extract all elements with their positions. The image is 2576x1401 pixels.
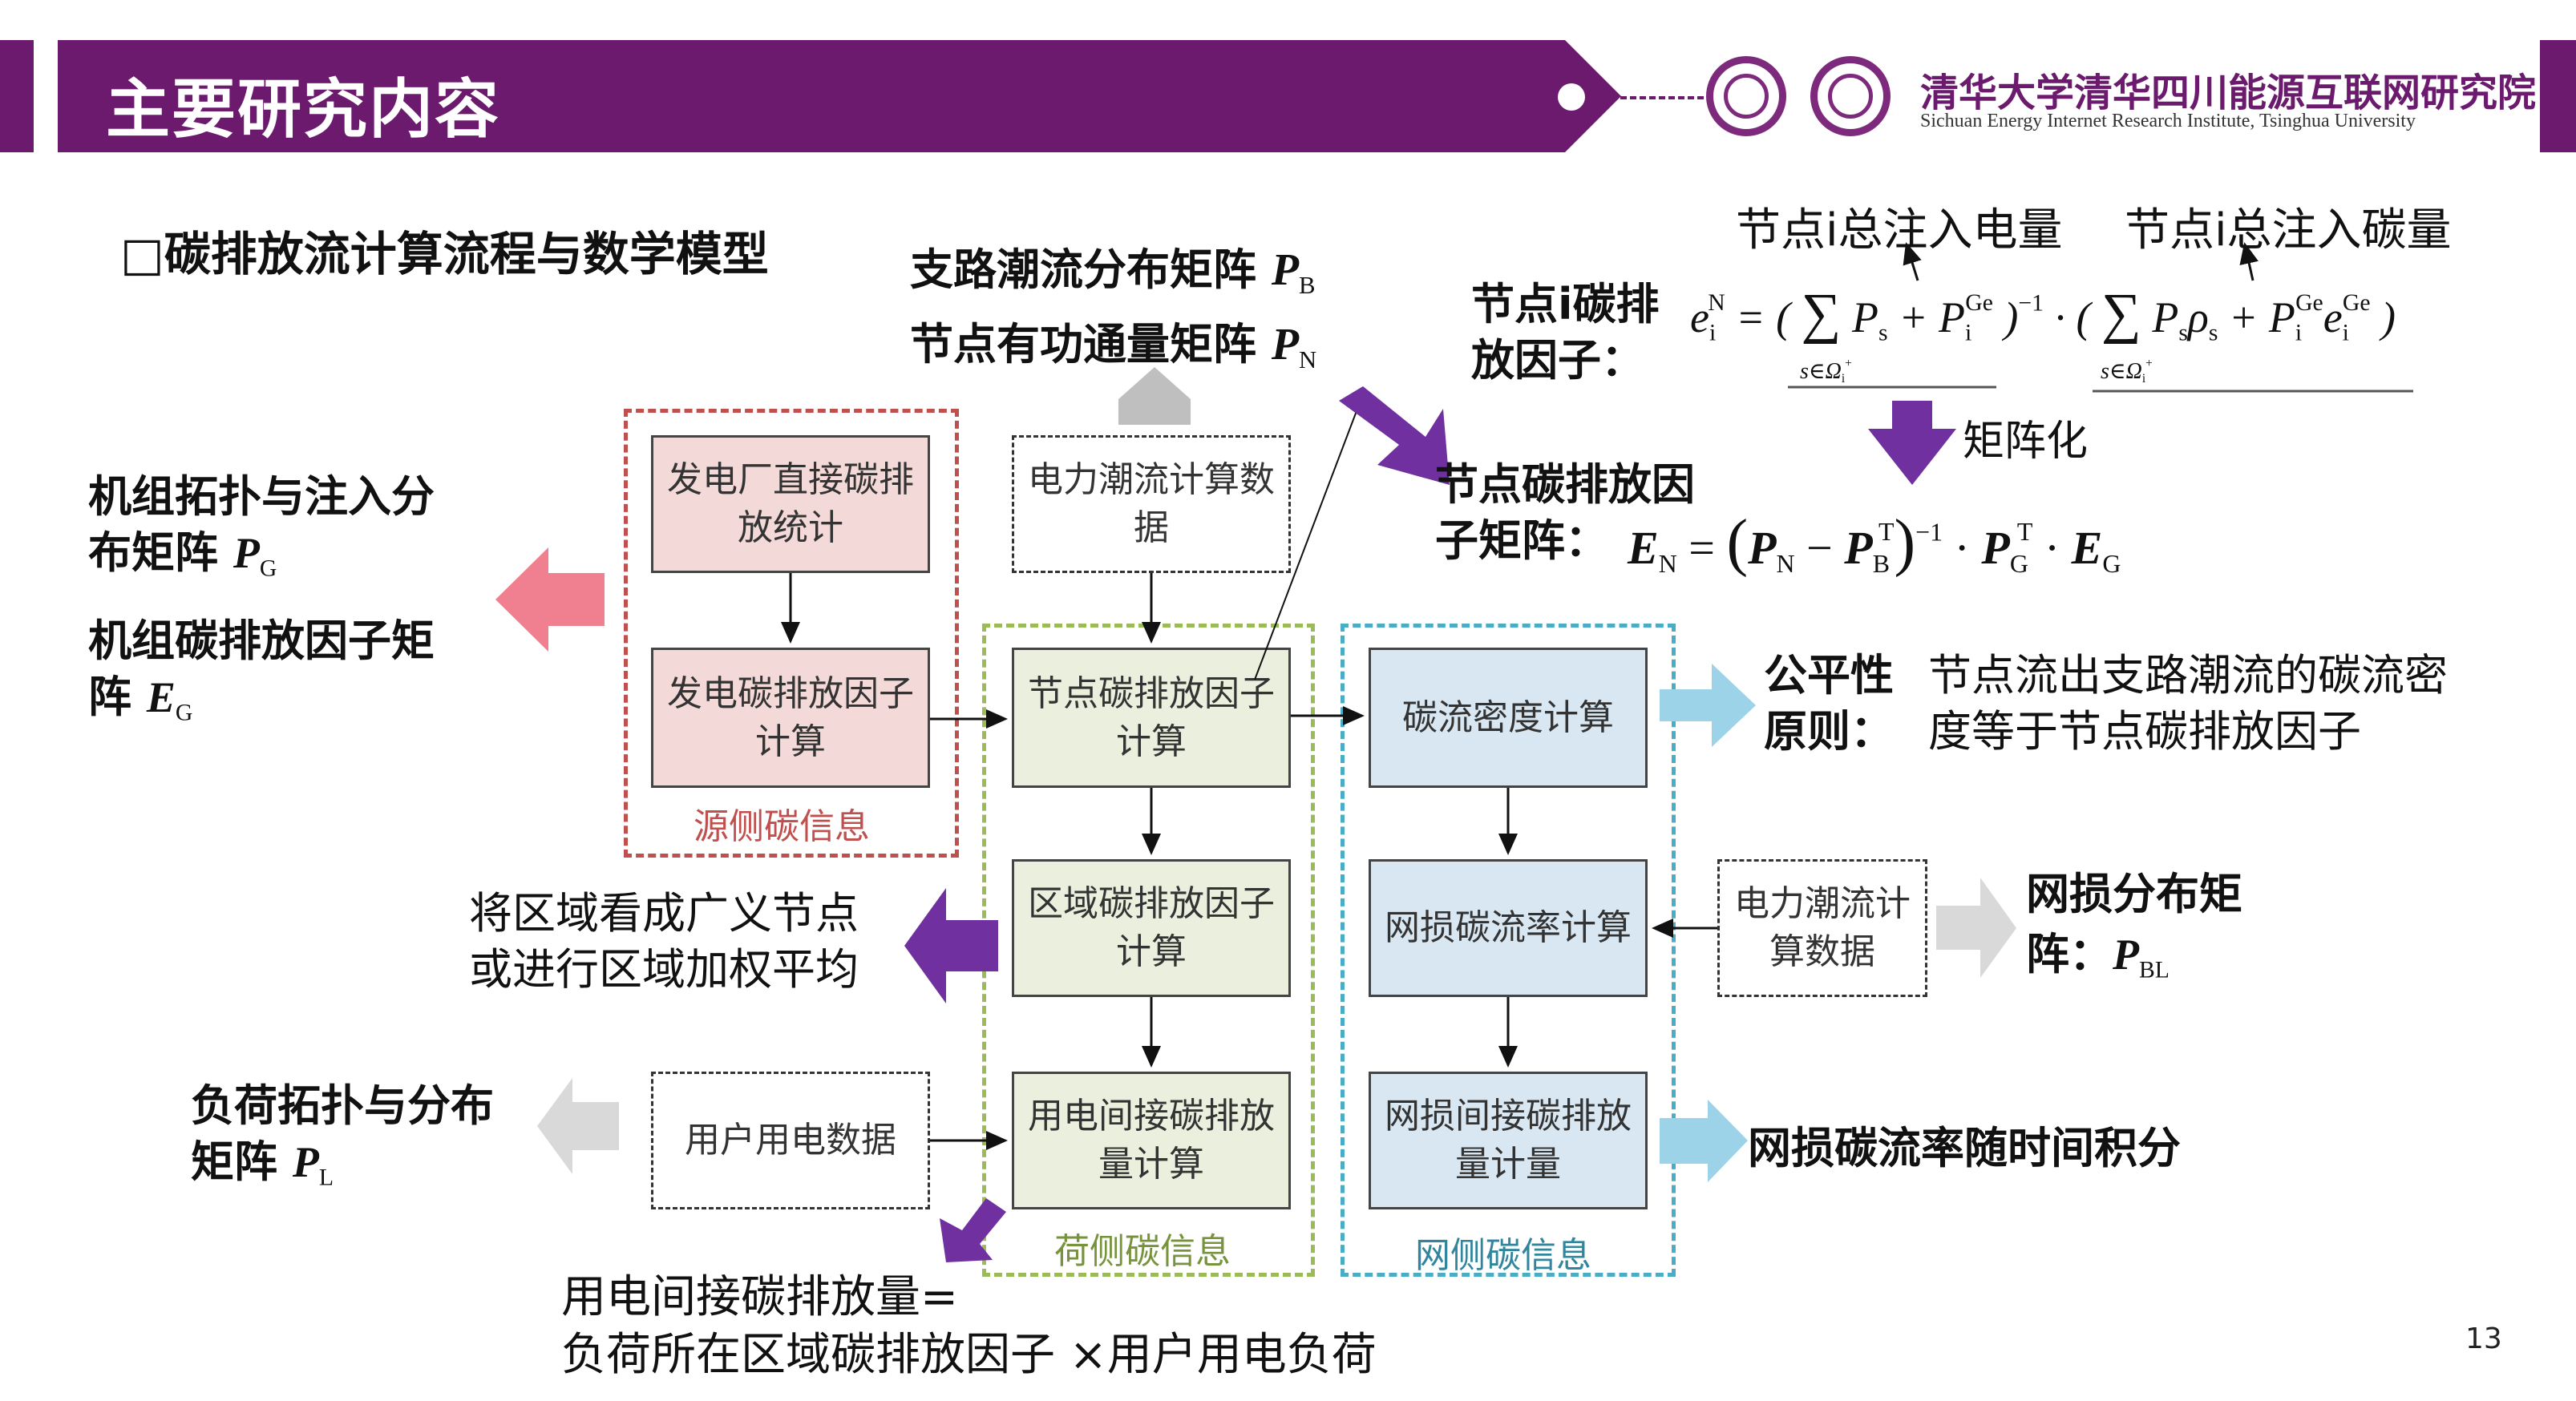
sum-index-2: s∈Ωi+: [2101, 357, 2153, 386]
loss-indirect-box: 网损间接碳排放量计量: [1369, 1072, 1648, 1209]
section-heading: □碳排放流计算流程与数学模型: [120, 227, 769, 281]
region-factor-box: 区域碳排放因子计算: [1012, 859, 1291, 997]
node-factor-formula: eiN = ( ∑ Ps + PiGe )−1 · ( ∑ Psρs + PiG…: [1690, 283, 2396, 346]
loss-integral-label: 网损碳流率随时间积分: [1748, 1123, 2181, 1173]
plant-stats-box: 发电厂直接碳排放统计: [651, 435, 930, 573]
grid-group-label: 网侧碳信息: [1415, 1235, 1591, 1276]
header-left-bar: [0, 40, 34, 152]
institute-name-cn: 清华大学清华四川能源互联网研究院: [1920, 71, 2537, 115]
loss-distribution-label: 网损分布矩 阵：PBL: [2026, 869, 2242, 983]
sum-index-1: s∈Ωi+: [1800, 357, 1852, 386]
header-dash-line: [1591, 96, 1704, 99]
region-note: 将区域看成广义节点 或进行区域加权平均: [469, 888, 859, 995]
user-indirect-box: 用电间接碳排放量计算: [1012, 1072, 1291, 1209]
matrixize-label: 矩阵化: [1963, 418, 2089, 466]
fairness-label: 公平性 原则：: [1764, 650, 1894, 757]
source-group: [624, 409, 959, 858]
node-matrix-formula: EN = (PN − PBT)−1 · PGT · EG: [1628, 507, 2121, 579]
page-number: 13: [2465, 1322, 2502, 1355]
fairness-description: 节点流出支路潮流的碳流密 度等于节点碳排放因子: [1928, 650, 2448, 757]
tsinghua-seal-icon: [1706, 56, 1786, 136]
node-injected-power-label: 节点i总注入电量: [1736, 204, 2063, 256]
branch-flow-matrix-label: 支路潮流分布矩阵 PB: [910, 244, 1316, 299]
gen-factor-matrix-label: 机组碳排放因子矩 阵 EG: [88, 616, 435, 726]
gen-topology-label: 机组拓扑与注入分 布矩阵 PG: [88, 471, 435, 582]
title-bar: 主要研究内容: [58, 40, 1565, 152]
node-flux-matrix-label: 节点有功通量矩阵 PN: [910, 319, 1317, 373]
gen-factor-box: 发电碳排放因子计算: [651, 648, 930, 788]
header-right-bar: [2540, 40, 2576, 152]
institute-seal-icon: [1810, 56, 1891, 136]
loss-rate-box: 网损碳流率计算: [1369, 859, 1648, 997]
flow-data-top-box: 电力潮流计算数据: [1012, 435, 1291, 573]
title-dot: [1558, 83, 1585, 111]
page-title: 主要研究内容: [106, 72, 500, 147]
node-factor-label: 节点i碳排 放因子：: [1471, 279, 1660, 386]
source-group-label: 源侧碳信息: [694, 806, 870, 847]
load-topology-label: 负荷拓扑与分布 矩阵 PL: [191, 1080, 494, 1191]
load-group-label: 荷侧碳信息: [1054, 1231, 1231, 1272]
node-factor-matrix-label: 节点碳排放因 子矩阵：: [1435, 459, 1695, 566]
node-injected-carbon-label: 节点i总注入碳量: [2125, 204, 2452, 256]
institute-name-en: Sichuan Energy Internet Research Institu…: [1920, 111, 2416, 131]
user-data-box: 用户用电数据: [651, 1072, 930, 1209]
node-factor-box: 节点碳排放因子计算: [1012, 648, 1291, 788]
density-box: 碳流密度计算: [1369, 648, 1648, 788]
flow-data-right-box: 电力潮流计算数据: [1717, 859, 1927, 997]
grid-group: [1341, 624, 1676, 1277]
bottom-formula-text: 用电间接碳排放量= 负荷所在区域碳排放因子 ×用户用电负荷: [561, 1271, 1377, 1381]
